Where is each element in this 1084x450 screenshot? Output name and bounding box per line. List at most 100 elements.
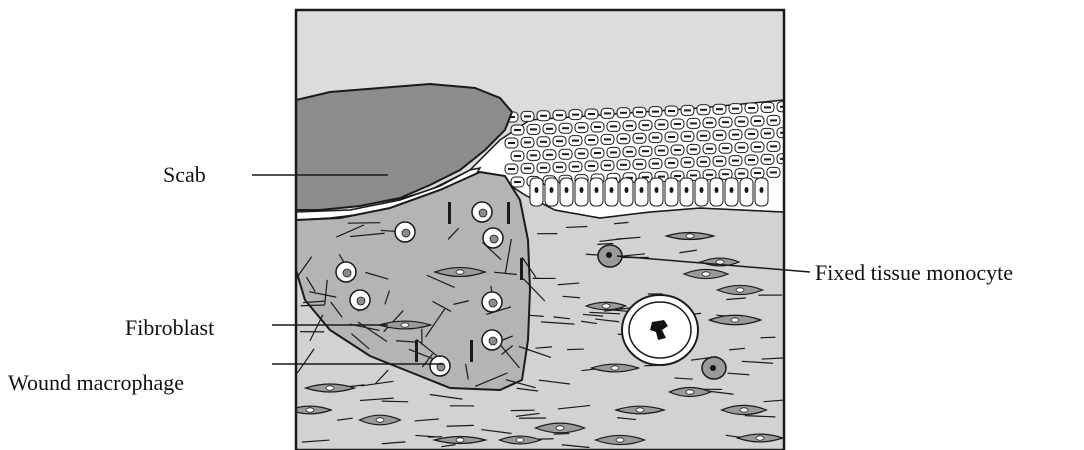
fibroblast-nucleus — [516, 438, 524, 442]
cell-nucleus — [658, 124, 665, 126]
cell-nucleus — [730, 187, 734, 193]
cell-nucleus — [572, 166, 579, 168]
cell-nucleus — [610, 125, 617, 127]
collagen-fiber — [301, 305, 325, 306]
cell-nucleus — [578, 127, 585, 129]
fibroblast-nucleus — [456, 438, 464, 442]
cell-nucleus — [588, 113, 595, 115]
cell-nucleus — [690, 174, 697, 176]
macrophage-nucleus — [490, 235, 498, 243]
cell-nucleus — [524, 141, 531, 143]
cell-nucleus — [706, 148, 713, 150]
cell-nucleus — [706, 122, 713, 124]
cell-nucleus — [700, 161, 707, 163]
cell-nucleus — [745, 187, 749, 193]
cell-nucleus — [732, 134, 739, 136]
cell-nucleus — [674, 149, 681, 151]
cell-nucleus — [764, 158, 771, 160]
cell-nucleus — [652, 137, 659, 139]
cell-nucleus — [546, 128, 553, 130]
cell-nucleus — [668, 110, 675, 112]
cell-nucleus — [674, 175, 681, 177]
label-fixed-tissue-monocyte: Fixed tissue monocyte — [815, 260, 1013, 285]
fibroblast-nucleus — [686, 234, 694, 238]
cell-nucleus — [690, 122, 697, 124]
cell-nucleus — [535, 187, 539, 193]
cell-nucleus — [738, 147, 745, 149]
capillary-mark — [415, 340, 418, 362]
cell-nucleus — [738, 173, 745, 175]
cell-nucleus — [652, 111, 659, 113]
fibroblast-nucleus — [556, 426, 564, 430]
cell-nucleus — [540, 115, 547, 117]
cell-nucleus — [706, 174, 713, 176]
fibroblast-nucleus — [740, 408, 748, 412]
cell-nucleus — [524, 115, 531, 117]
cell-nucleus — [610, 187, 614, 193]
cell-nucleus — [754, 146, 761, 148]
cell-nucleus — [540, 167, 547, 169]
blood-vessel — [622, 295, 698, 365]
cell-nucleus — [690, 148, 697, 150]
cell-nucleus — [658, 150, 665, 152]
cell-nucleus — [562, 153, 569, 155]
fibroblast-nucleus — [376, 418, 384, 422]
cell-nucleus — [716, 160, 723, 162]
macrophage-nucleus — [489, 337, 497, 345]
fibroblast-nucleus — [736, 288, 744, 292]
cell-nucleus — [700, 109, 707, 111]
collagen-fiber — [567, 349, 584, 350]
macrophage-nucleus — [357, 297, 365, 305]
label-fibroblast: Fibroblast — [125, 315, 214, 340]
cell-nucleus — [514, 155, 521, 157]
collagen-fiber — [382, 401, 409, 402]
cell-nucleus — [626, 125, 633, 127]
cell-nucleus — [530, 128, 537, 130]
cell-nucleus — [508, 168, 515, 170]
cell-nucleus — [642, 150, 649, 152]
cell-nucleus — [684, 135, 691, 137]
cell-nucleus — [716, 108, 723, 110]
cell-nucleus — [748, 159, 755, 161]
cell-nucleus — [770, 119, 777, 121]
collagen-fiber — [348, 223, 381, 224]
cell-nucleus — [546, 154, 553, 156]
cell-nucleus — [715, 187, 719, 193]
cell-nucleus — [594, 152, 601, 154]
cell-nucleus — [572, 140, 579, 142]
fibroblast-nucleus — [731, 318, 739, 322]
cell-nucleus — [565, 187, 569, 193]
cell-nucleus — [514, 181, 521, 183]
label-wound-macrophage: Wound macrophage — [8, 370, 184, 395]
fibroblast-nucleus — [686, 390, 694, 394]
cell-nucleus — [604, 138, 611, 140]
cell-nucleus — [636, 111, 643, 113]
cell-nucleus — [760, 187, 764, 193]
cell-nucleus — [626, 151, 633, 153]
fixed-tissue-monocyte-cell-2 — [702, 357, 726, 379]
cell-nucleus — [748, 133, 755, 135]
cell-nucleus — [556, 114, 563, 116]
cell-nucleus — [562, 127, 569, 129]
fibroblast-nucleus — [616, 438, 624, 442]
cell-nucleus — [578, 153, 585, 155]
cell-nucleus — [716, 134, 723, 136]
cell-nucleus — [722, 173, 729, 175]
cell-nucleus — [556, 166, 563, 168]
cell-nucleus — [530, 154, 537, 156]
cell-nucleus — [685, 187, 689, 193]
fibroblast-nucleus — [611, 366, 619, 370]
cell-nucleus — [604, 164, 611, 166]
cell-nucleus — [595, 187, 599, 193]
cell-nucleus — [514, 129, 521, 131]
cell-nucleus — [655, 187, 659, 193]
cell-nucleus — [636, 163, 643, 165]
capillary-mark — [520, 258, 523, 280]
cell-nucleus — [580, 187, 584, 193]
cell-nucleus — [640, 187, 644, 193]
macrophage-nucleus — [343, 269, 351, 277]
cell-nucleus — [642, 124, 649, 126]
capillary-mark — [448, 202, 451, 224]
cell-nucleus — [754, 120, 761, 122]
